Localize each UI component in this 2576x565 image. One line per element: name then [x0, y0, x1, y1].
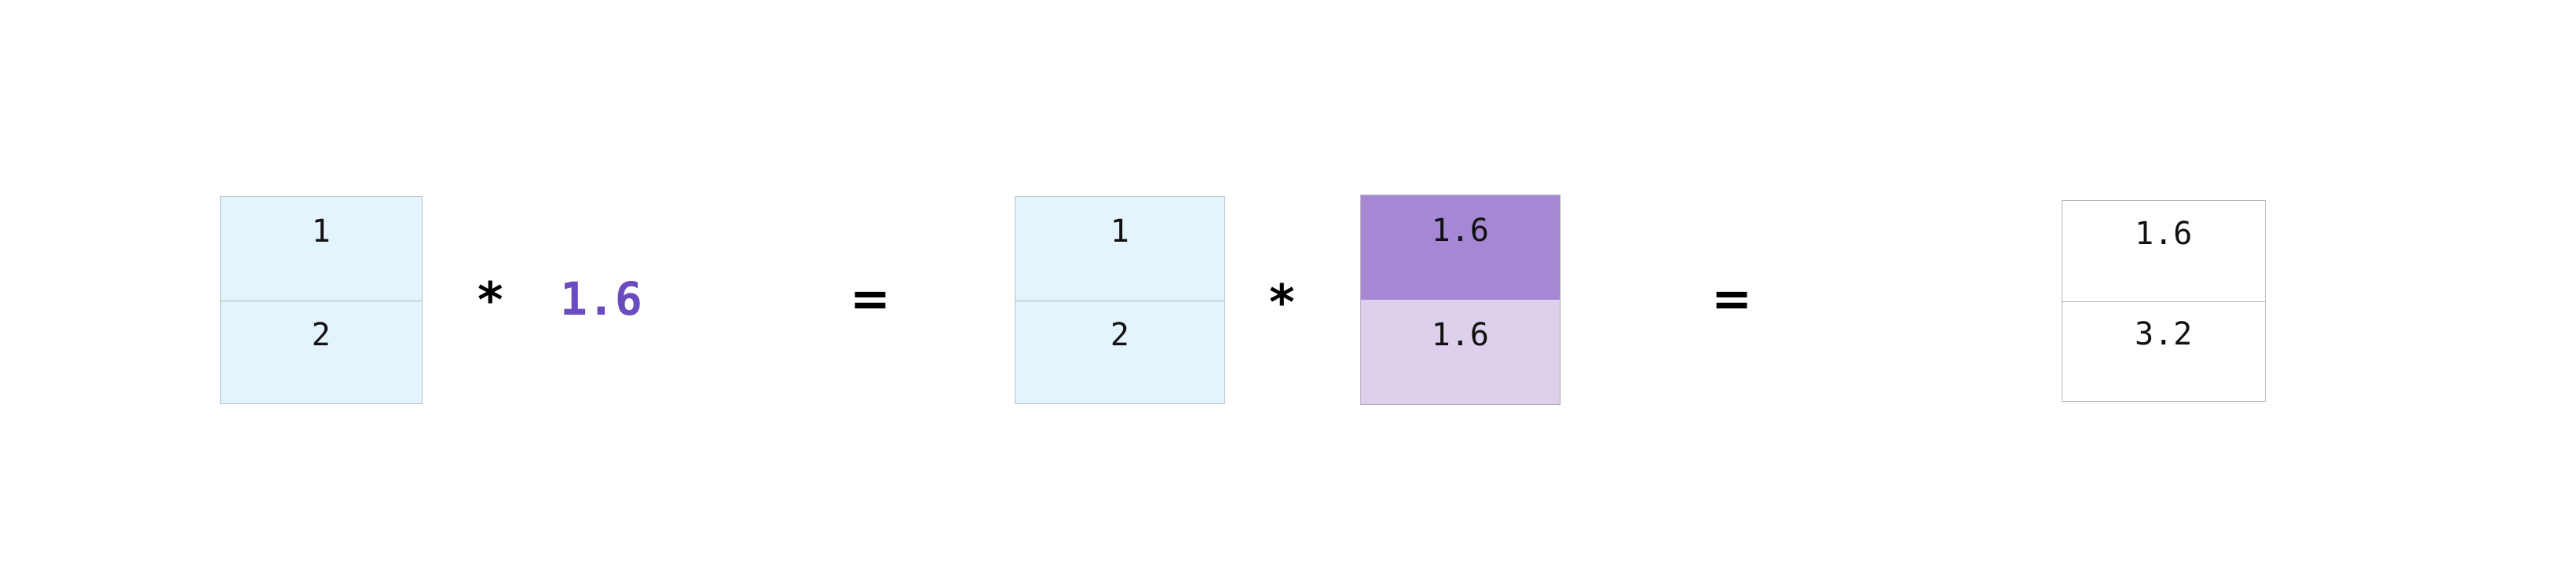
result-array-cell-1-value: 3.2	[2135, 315, 2193, 352]
result-array-cell-0-value: 1.6	[2135, 215, 2193, 252]
broadcast-array-cell-0: 1.6	[1361, 195, 1560, 300]
operand-array-a-cell-0: 1	[221, 197, 422, 301]
operand-array-a-cell-0-value: 1	[311, 213, 331, 250]
broadcast-array-cell-1-value: 1.6	[1431, 316, 1490, 353]
equals-operator-2: =	[1711, 270, 1752, 327]
operand-array-a-cell-1-value: 2	[311, 316, 331, 353]
broadcast-array-cell-0-value: 1.6	[1431, 212, 1490, 249]
operand-array-b-cell-0: 1	[1015, 197, 1224, 301]
result-array: 1.6 3.2	[2062, 200, 2266, 402]
multiply-operator-2: *	[1269, 274, 1295, 331]
result-array-cell-0: 1.6	[2062, 201, 2265, 301]
equals-operator-1: =	[850, 270, 891, 327]
result-array-cell-1: 3.2	[2062, 301, 2265, 402]
broadcast-array: 1.6 1.6	[1360, 195, 1561, 405]
operand-array-b: 1 2	[1015, 196, 1225, 404]
multiply-operator-1: *	[478, 272, 503, 329]
operand-array-b-cell-1-value: 2	[1110, 316, 1130, 353]
operand-array-b-cell-0-value: 1	[1110, 213, 1130, 250]
operand-array-b-cell-1: 2	[1015, 300, 1224, 404]
operand-array-a-cell-1: 2	[221, 300, 422, 404]
operand-array-a: 1 2	[220, 196, 423, 404]
broadcast-array-cell-1: 1.6	[1361, 300, 1560, 404]
scalar-value: 1.6	[560, 272, 642, 326]
